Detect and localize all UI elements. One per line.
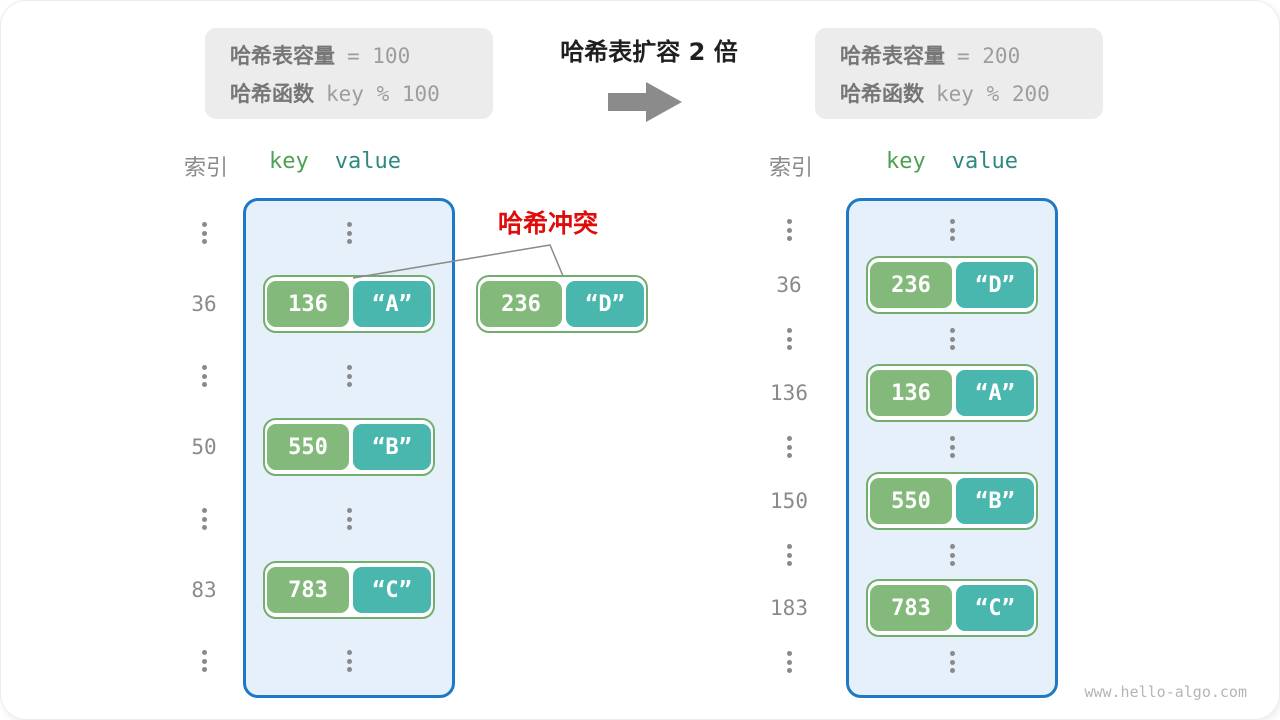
kv-pair: 136 “A”: [866, 364, 1038, 422]
ellipsis-dots-icon: [757, 219, 821, 241]
kv-pair: 550 “B”: [263, 418, 435, 476]
hash-function-line: 哈希函数 key % 100: [230, 78, 493, 108]
right-arrow-icon: [608, 82, 682, 122]
ellipsis-dots-icon: [757, 544, 821, 566]
kv-pair: 236 “D”: [866, 256, 1038, 314]
value-cell: “D”: [956, 262, 1034, 308]
collision-pair: 236 “D”: [476, 275, 648, 333]
ellipsis-dots-icon: [317, 365, 381, 387]
value-cell: “A”: [956, 370, 1034, 416]
capacity-box-after: 哈希表容量 = 200 哈希函数 key % 200: [815, 28, 1103, 119]
ellipsis-dots-icon: [920, 328, 984, 350]
capacity-value: = 200: [957, 43, 1021, 68]
value-cell: “D”: [566, 281, 644, 327]
index-label: 136: [770, 381, 808, 405]
watermark: www.hello-algo.com: [1084, 683, 1247, 701]
expand-title: 哈希表扩容 2 倍: [560, 38, 738, 66]
ellipsis-dots-icon: [920, 651, 984, 673]
index-label: 36: [776, 273, 802, 297]
capacity-label: 哈希表容量: [230, 43, 335, 68]
capacity-line: 哈希表容量 = 200: [840, 40, 1103, 70]
index-label: 183: [770, 596, 808, 620]
key-cell: 236: [480, 281, 562, 327]
ellipsis-dots-icon: [317, 508, 381, 530]
ellipsis-dots-icon: [172, 508, 236, 530]
ellipsis-dots-icon: [172, 650, 236, 672]
ellipsis-dots-icon: [920, 544, 984, 566]
ellipsis-dots-icon: [757, 651, 821, 673]
kv-pair: 783 “C”: [866, 579, 1038, 637]
kv-headers: key value: [846, 149, 1058, 174]
index-header: 索引: [768, 156, 813, 181]
index-label: 36: [191, 292, 217, 316]
hash-function-label: 哈希函数: [230, 81, 314, 106]
hash-function-line: 哈希函数 key % 200: [840, 78, 1103, 108]
key-header: key: [886, 149, 926, 174]
collision-label: 哈希冲突: [497, 209, 598, 238]
value-cell: “C”: [956, 585, 1034, 631]
ellipsis-dots-icon: [317, 222, 381, 244]
value-cell: “A”: [353, 281, 431, 327]
ellipsis-dots-icon: [172, 365, 236, 387]
index-header: 索引: [183, 156, 228, 181]
key-cell: 783: [267, 567, 349, 613]
capacity-label: 哈希表容量: [840, 43, 945, 68]
key-cell: 550: [267, 424, 349, 470]
value-cell: “C”: [353, 567, 431, 613]
index-label: 50: [191, 435, 217, 459]
key-header: key: [269, 149, 309, 174]
index-label: 83: [191, 578, 217, 602]
ellipsis-dots-icon: [172, 222, 236, 244]
hash-function-value: key % 200: [936, 81, 1050, 106]
hash-function-label: 哈希函数: [840, 81, 924, 106]
ellipsis-dots-icon: [757, 436, 821, 458]
ellipsis-dots-icon: [920, 219, 984, 241]
hash-function-value: key % 100: [326, 81, 440, 106]
capacity-line: 哈希表容量 = 100: [230, 40, 493, 70]
kv-pair: 136 “A”: [263, 275, 435, 333]
kv-pair: 783 “C”: [263, 561, 435, 619]
key-cell: 136: [267, 281, 349, 327]
capacity-box-before: 哈希表容量 = 100 哈希函数 key % 100: [205, 28, 493, 119]
value-header: value: [951, 149, 1018, 174]
key-cell: 550: [870, 478, 952, 524]
kv-pair: 550 “B”: [866, 472, 1038, 530]
key-cell: 236: [870, 262, 952, 308]
value-cell: “B”: [956, 478, 1034, 524]
ellipsis-dots-icon: [920, 436, 984, 458]
key-cell: 136: [870, 370, 952, 416]
ellipsis-dots-icon: [317, 650, 381, 672]
key-cell: 783: [870, 585, 952, 631]
capacity-value: = 100: [347, 43, 411, 68]
value-cell: “B”: [353, 424, 431, 470]
kv-headers: key value: [229, 149, 441, 174]
value-header: value: [334, 149, 401, 174]
index-label: 150: [770, 489, 808, 513]
ellipsis-dots-icon: [757, 328, 821, 350]
